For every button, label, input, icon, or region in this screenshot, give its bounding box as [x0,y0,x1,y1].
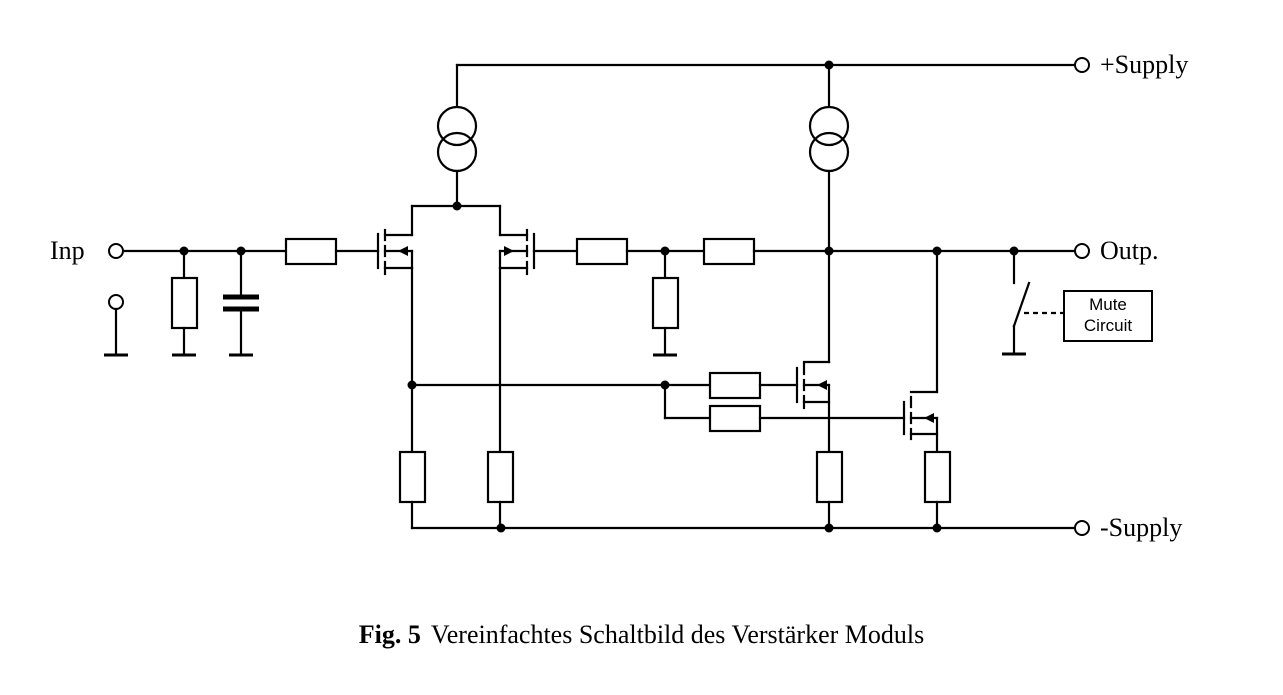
feedback-resistor-2 [702,237,756,266]
feedback-network [532,237,1077,357]
neg-supply-terminal [1074,520,1090,536]
input-network [104,237,380,357]
input-terminal [108,243,124,259]
negative-supply-rail [410,523,1077,533]
gate-resistor-lower [708,404,762,433]
figure-caption-text: Vereinfachtes Schaltbild des Verstärker … [430,620,925,649]
output-terminal [1074,243,1090,259]
input-shunt-resistor [170,276,199,330]
mute-label-line2: Circuit [1084,316,1132,335]
mute-switch [1002,249,1064,356]
mute-label-line1: Mute [1089,295,1127,314]
driver-network [407,371,906,433]
source-resistors [398,450,952,530]
feedback-resistor-1 [575,237,629,266]
gate-resistor-upper [708,371,762,400]
mosfet-output-lower [902,249,939,454]
pos-supply-label: +Supply [1100,50,1188,79]
figure-number: Fig. 5 [358,620,421,649]
mute-circuit-box: Mute Circuit [1063,290,1153,342]
positive-supply-rail [455,60,1077,107]
figure-caption: Fig. 5 Vereinfachtes Schaltbild des Verst… [0,620,1283,650]
input-label: Inp [50,236,85,265]
pos-supply-terminal [1074,57,1090,73]
mosfet-diff-right [498,204,536,454]
neg-supply-label: -Supply [1100,513,1182,542]
mosfet-output-upper [795,360,831,454]
mosfet-diff-left [376,204,414,454]
output-label: Outp. [1100,236,1159,265]
current-source-right [808,105,850,364]
current-source-left [436,105,478,208]
input-series-resistor [284,237,338,266]
feedback-shunt-resistor [651,276,680,330]
